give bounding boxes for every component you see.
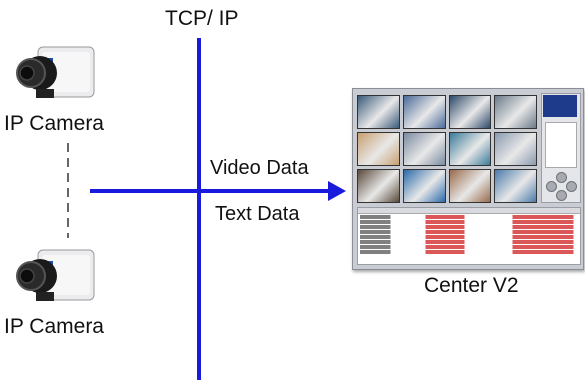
log-row	[360, 215, 578, 219]
log-row	[360, 225, 578, 229]
video-tile-grid	[357, 95, 537, 203]
video-tile	[402, 132, 446, 166]
video-tile	[448, 95, 492, 129]
video-tile	[402, 95, 446, 129]
ptz-buttons	[546, 172, 577, 201]
center-v2-screenshot	[352, 88, 584, 270]
log-row	[360, 240, 578, 244]
log-row	[360, 220, 578, 224]
video-tile	[494, 169, 537, 203]
ip-camera-icon	[16, 249, 95, 301]
log-row	[360, 250, 578, 254]
video-tile	[448, 132, 492, 166]
camera-label: IP Camera	[4, 112, 104, 135]
data-arrow-head	[328, 181, 346, 201]
video-tile	[494, 132, 537, 166]
monitor-label: Center V2	[424, 274, 519, 297]
clock-display	[543, 95, 577, 117]
log-row	[360, 235, 578, 239]
event-log-table	[357, 207, 581, 265]
log-row	[360, 230, 578, 234]
camera-tree	[545, 122, 577, 168]
control-side-panel	[541, 93, 581, 203]
video-tile	[494, 95, 537, 129]
video-data-label: Video Data	[210, 157, 309, 179]
ip-camera-icon	[16, 46, 95, 98]
video-tile	[402, 169, 446, 203]
text-data-label: Text Data	[215, 203, 300, 225]
camera-label: IP Camera	[4, 315, 104, 338]
log-row	[360, 245, 578, 249]
log-header	[358, 208, 580, 214]
video-tile	[357, 132, 400, 166]
video-tile	[448, 169, 492, 203]
video-tile	[357, 95, 400, 129]
network-label: TCP/ IP	[165, 7, 239, 30]
video-tile	[357, 169, 400, 203]
